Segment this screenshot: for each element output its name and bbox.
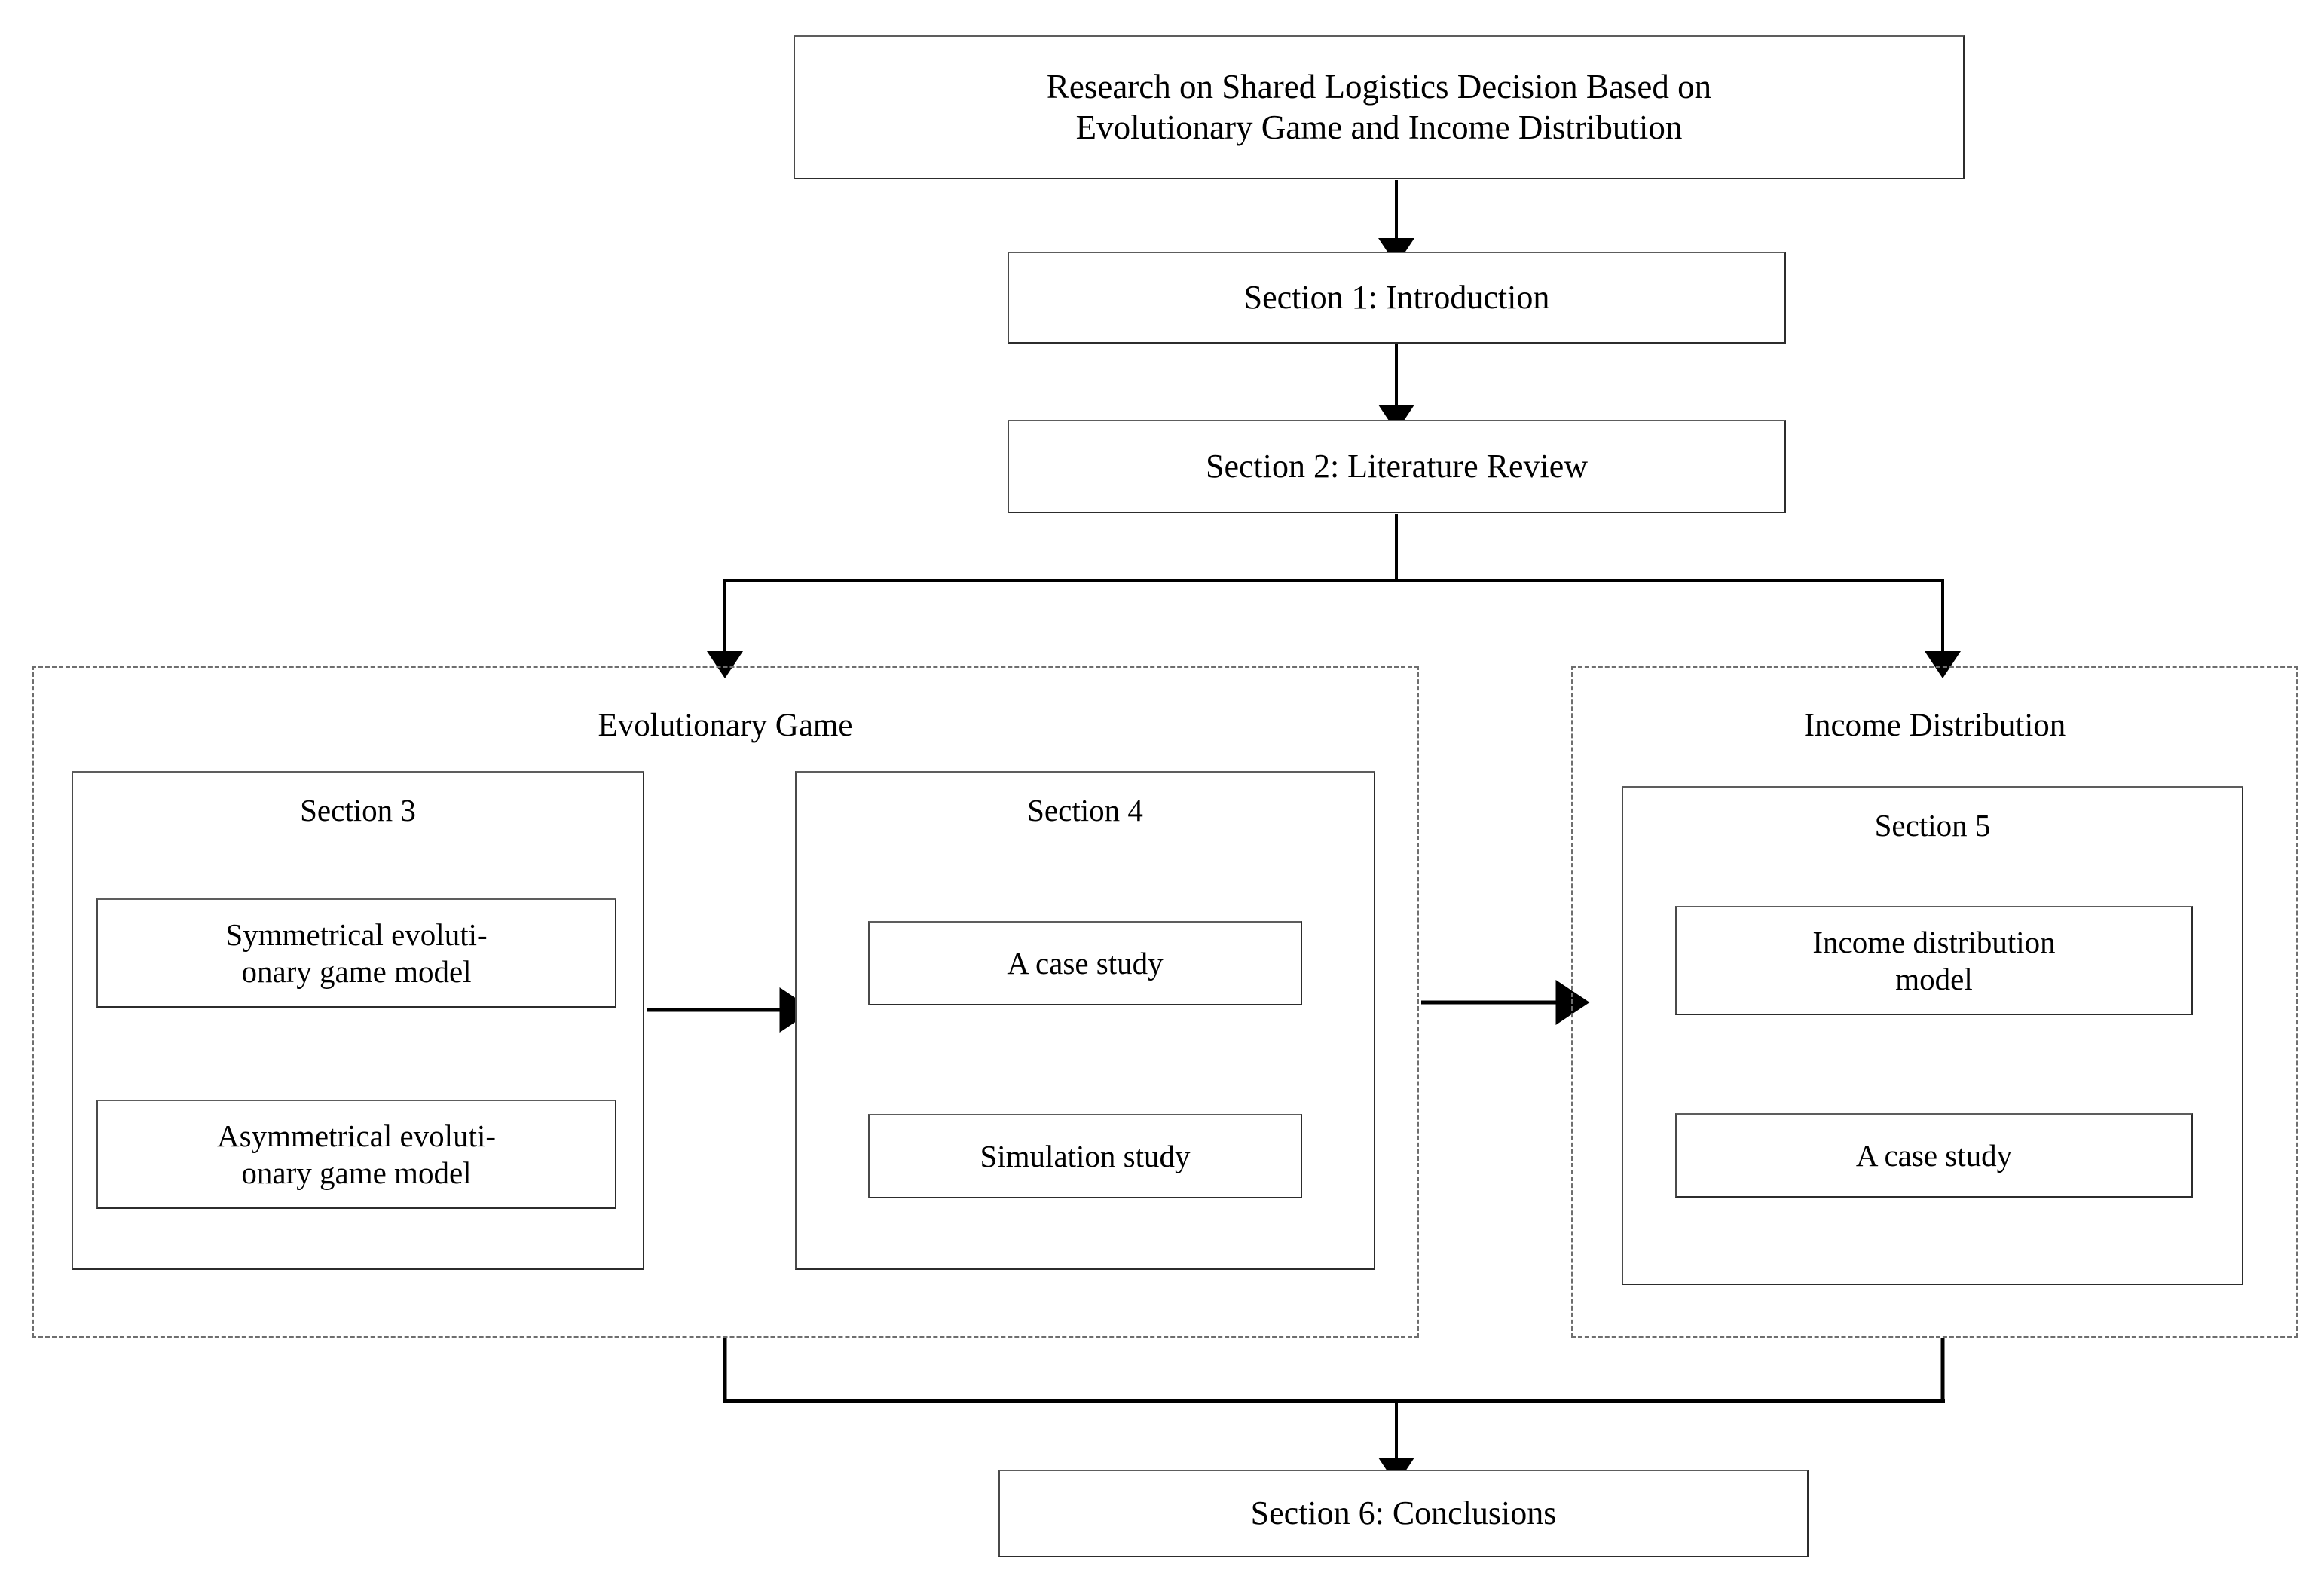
node-section5-item-case-study-label: A case study [1855, 1137, 2013, 1173]
node-research-title[interactable]: Research on Shared Logistics Decision Ba… [794, 35, 1965, 179]
connector-section2-split [707, 514, 1961, 678]
group-evolutionary-game: Evolutionary Game [32, 666, 1419, 1338]
group-income-distribution-label: Income Distribution [1803, 708, 2066, 743]
node-section6[interactable]: Section 6: Conclusions [998, 1470, 1809, 1557]
node-section1-label: Section 1: Introduction [1243, 279, 1550, 317]
node-section4-item-simulation-study[interactable]: Simulation study [868, 1114, 1302, 1198]
node-section3-item-asymmetrical-label: Asymmetrical evoluti- onary game model [216, 1118, 497, 1190]
connector-groups-to-section6 [723, 1338, 1945, 1485]
node-research-title-label: Research on Shared Logistics Decision Ba… [1046, 68, 1712, 146]
node-section5-item-income-model[interactable]: Income distribution model [1675, 906, 2193, 1015]
node-section5-item-case-study[interactable]: A case study [1675, 1113, 2193, 1198]
node-section3-heading: Section 3 [300, 793, 416, 828]
node-section3-item-symmetrical-label: Symmetrical evoluti- onary game model [225, 917, 488, 989]
node-section3-item-asymmetrical[interactable]: Asymmetrical evoluti- onary game model [96, 1100, 616, 1209]
node-section4-item-case-study[interactable]: A case study [868, 921, 1302, 1005]
node-section2[interactable]: Section 2: Literature Review [1008, 420, 1786, 513]
node-section4-item-simulation-study-label: Simulation study [980, 1138, 1191, 1173]
group-income-distribution: Income Distribution [1571, 666, 2298, 1338]
node-section5-item-income-model-label: Income distribution model [1812, 925, 2056, 996]
node-section5[interactable]: Section 5 [1622, 786, 2243, 1285]
node-section3-item-symmetrical[interactable]: Symmetrical evoluti- onary game model [96, 898, 616, 1008]
node-section5-heading: Section 5 [1874, 808, 1991, 843]
node-section4-heading: Section 4 [1027, 793, 1143, 828]
node-section1[interactable]: Section 1: Introduction [1008, 252, 1786, 344]
group-evolutionary-game-label: Evolutionary Game [598, 708, 853, 743]
node-section6-label: Section 6: Conclusions [1250, 1495, 1557, 1532]
node-section4-item-case-study-label: A case study [1007, 945, 1164, 981]
node-section2-label: Section 2: Literature Review [1205, 448, 1589, 485]
